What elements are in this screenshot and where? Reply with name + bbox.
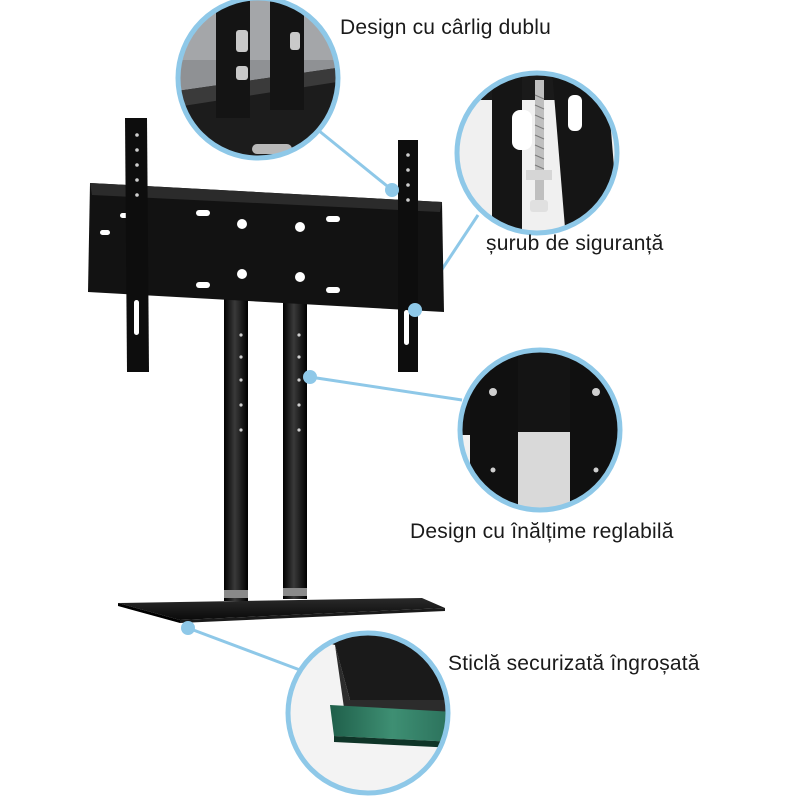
callout-label-safety-screw: șurub de siguranță — [486, 232, 664, 255]
pole-left — [224, 298, 248, 601]
detail-circle-adjustable-height — [457, 347, 623, 513]
detail-circle-safety-screw — [454, 70, 620, 236]
pole-right — [283, 298, 307, 599]
callout-label-tempered-glass: Sticlă securizată îngroșată — [448, 652, 700, 675]
callout-label-adjustable-height: Design cu înălțime reglabilă — [410, 520, 674, 543]
mounting-plate — [88, 183, 444, 312]
bracket-left — [125, 118, 149, 372]
callout-dots — [181, 183, 422, 635]
detail-circle-tempered-glass — [285, 630, 451, 796]
tv-stand — [88, 118, 445, 623]
callout-label-double-hook: Design cu cârlig dublu — [340, 16, 552, 39]
glass-base — [118, 598, 445, 620]
detail-circle-double-hook — [175, 0, 341, 161]
